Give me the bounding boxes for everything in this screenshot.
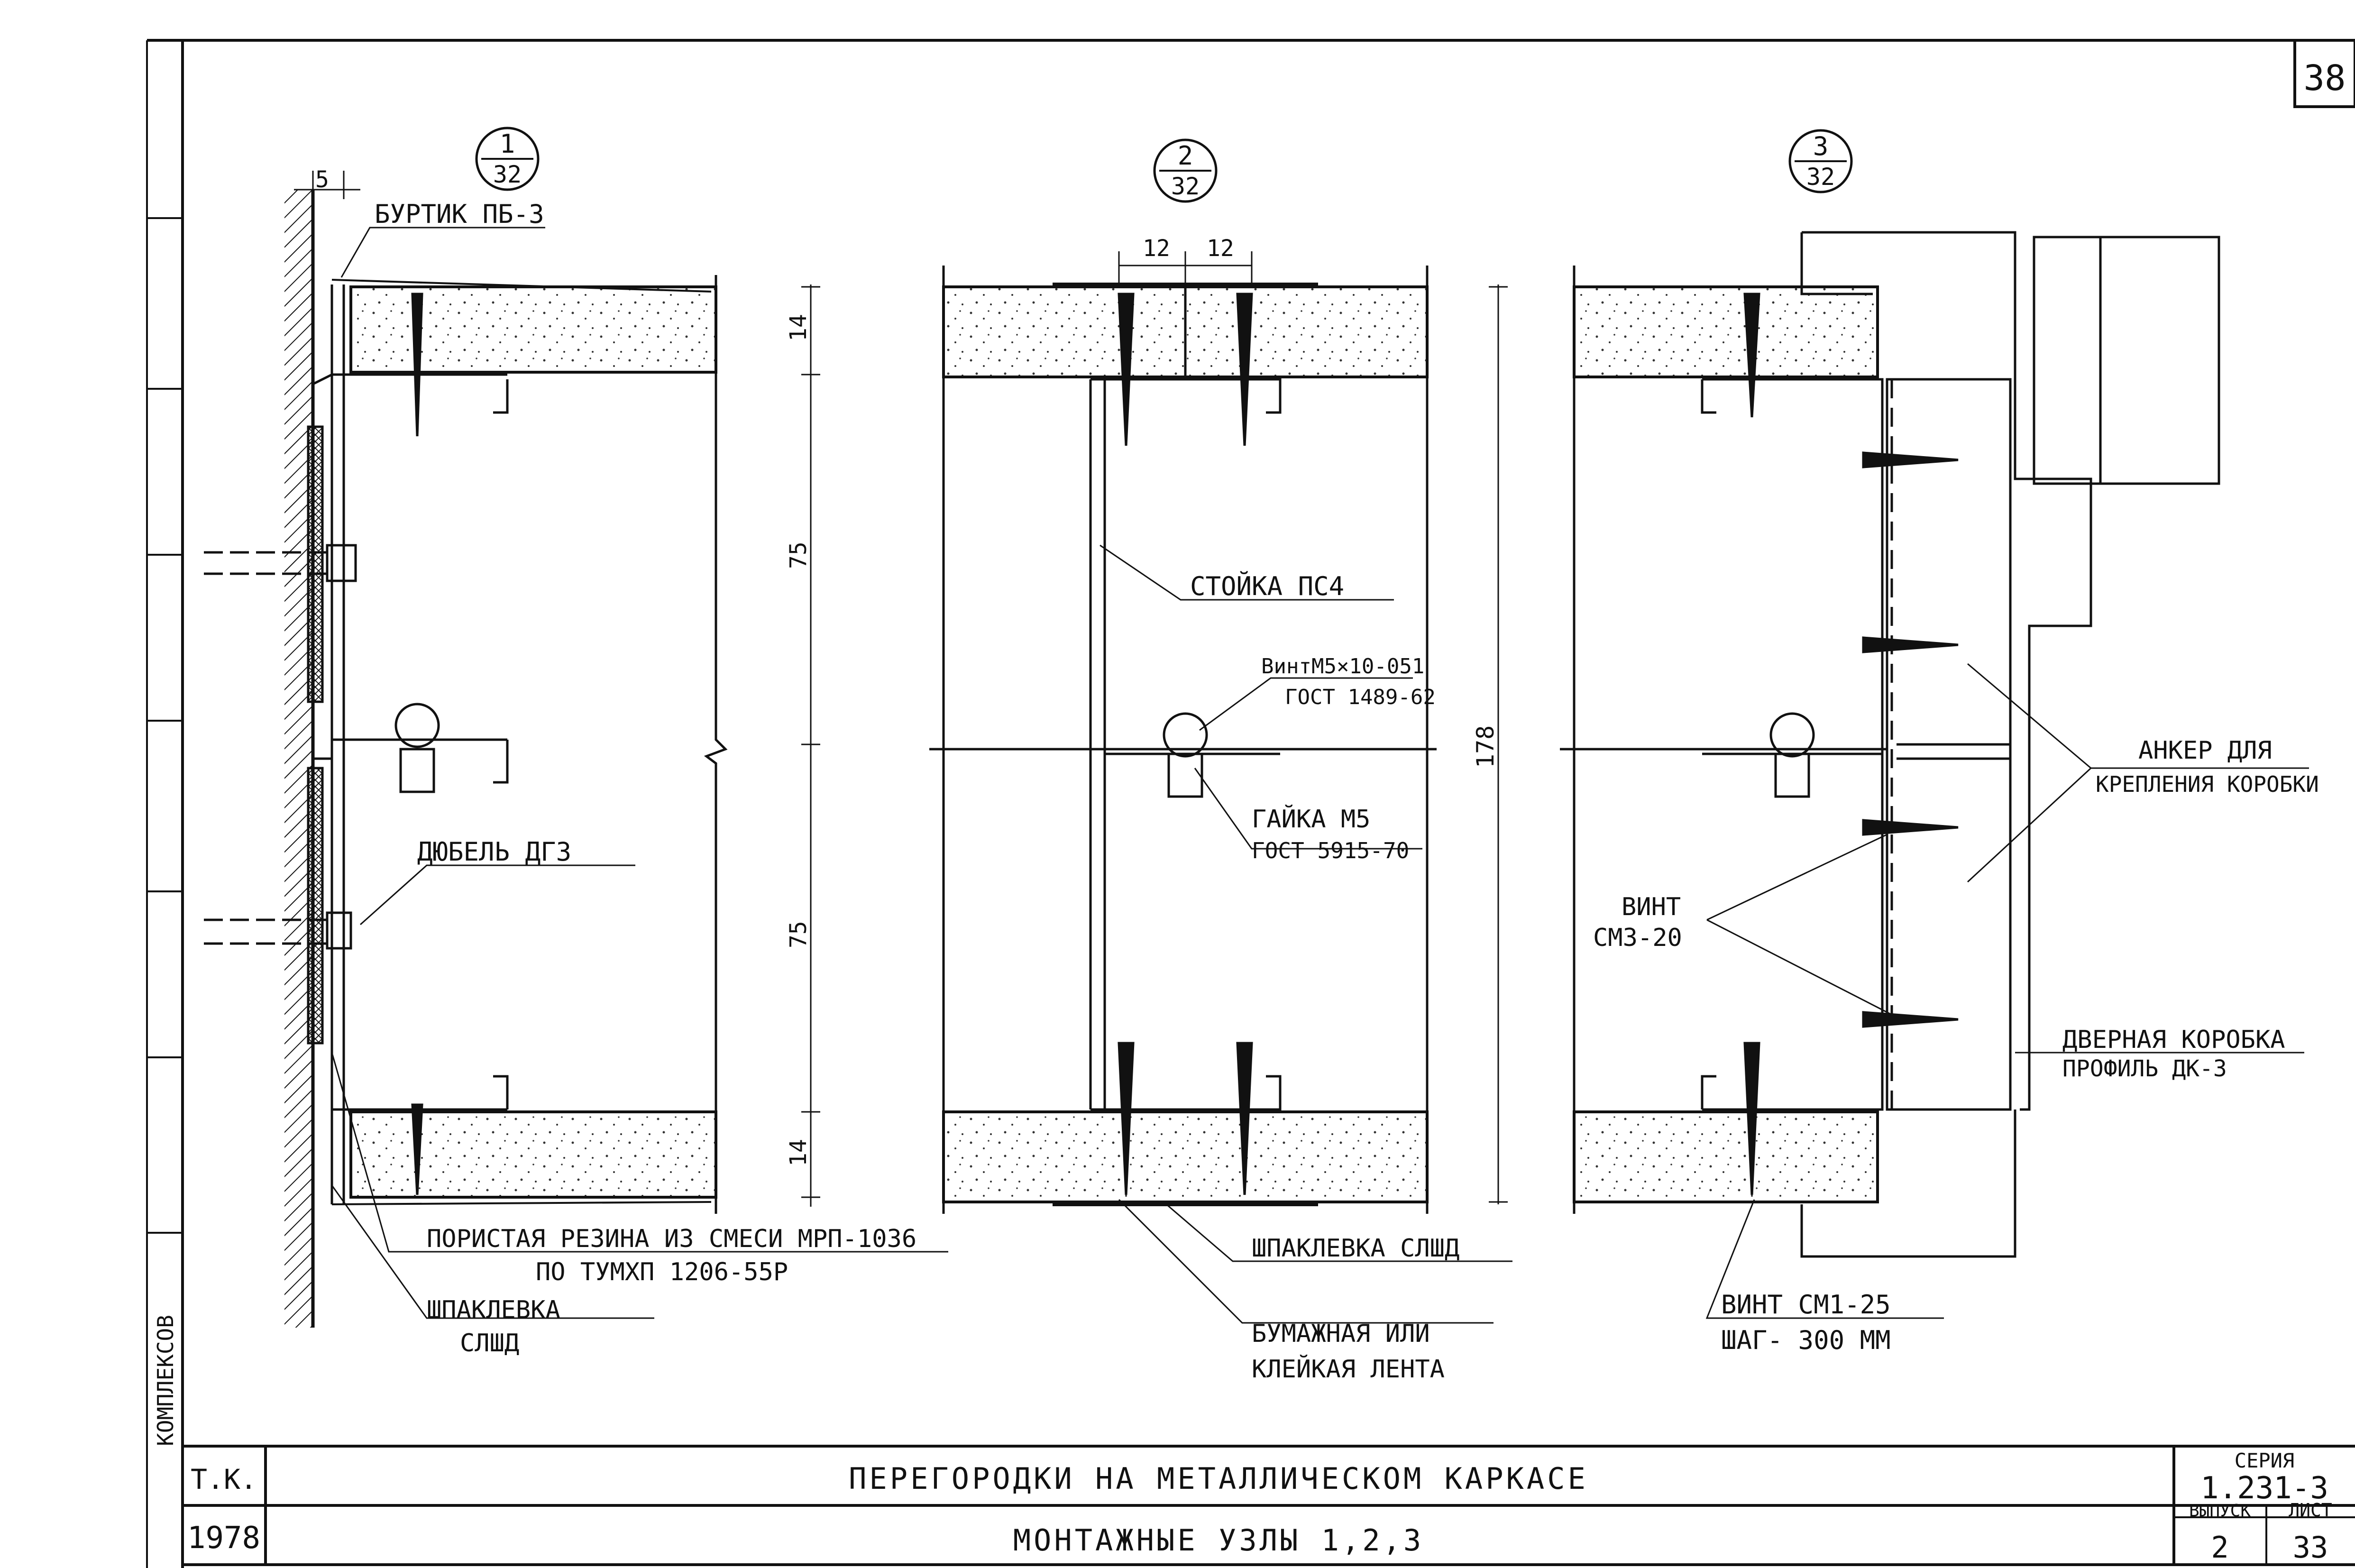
label-korobka-2: ПРОФИЛЬ ДК-3: [2062, 1055, 2227, 1082]
label-shpak-mid: ШПАКЛЕВКА СЛШД: [1252, 1234, 1459, 1263]
dim-14-top: 14: [785, 314, 812, 341]
issue-value: 2: [2211, 1530, 2228, 1565]
title-org: Т.К.: [191, 1463, 257, 1495]
detail-1: [204, 190, 728, 1328]
label-ankor-1: АНКЕР ДЛЯ: [2138, 736, 2272, 765]
svg-text:32: 32: [1171, 173, 1200, 200]
dim-178: 178: [1472, 725, 1499, 768]
dim-12-left: 12: [1143, 235, 1170, 262]
svg-text:3: 3: [1813, 131, 1829, 161]
title-block: [183, 1445, 2355, 1566]
title-year: 1978: [187, 1521, 260, 1556]
label-rezina-1: ПОРИСТАЯ РЕЗИНА ИЗ СМЕСИ МРП-1036: [427, 1225, 916, 1253]
detail-2: [929, 266, 1437, 1214]
issue-label: ВЫПУСК: [2189, 1501, 2251, 1521]
label-lenta-2: КЛЕЙКАЯ ЛЕНТА: [1252, 1355, 1445, 1384]
label-korobka-1: ДВЕРНАЯ КОРОБКА: [2062, 1026, 2285, 1054]
label-shpak-2: СЛШД: [460, 1329, 519, 1357]
dim-75-bottom: 75: [785, 921, 812, 948]
sheet-number-box: 38: [2293, 39, 2355, 108]
label-vint-m5-2: ГОСТ 1489-62: [1285, 685, 1436, 709]
label-gaika-2: ГОСТ 5915-70: [1252, 838, 1409, 863]
detail-marker-1: 1 32: [475, 127, 540, 191]
label-lenta-1: БУМАЖНАЯ ИЛИ: [1252, 1320, 1430, 1348]
label-gaika-1: ГАЙКА М5: [1252, 805, 1370, 834]
margin-text: КОМПЛЕКСОВ: [153, 1315, 178, 1446]
series-label: СЕРИЯ: [2235, 1449, 2294, 1472]
title-main: ПЕРЕГОРОДКИ НА МЕТАЛЛИЧЕСКОМ КАРКАСЕ: [849, 1461, 1588, 1496]
detail-marker-3: 3 32: [1788, 129, 1853, 193]
svg-text:2: 2: [1178, 141, 1193, 171]
title-sub: МОНТАЖНЫЕ УЗЛЫ 1,2,3: [1013, 1523, 1424, 1558]
dim-5: 5: [315, 166, 329, 193]
detail-3: [1560, 231, 2220, 1258]
labels: БУРТИК ПБ-3 СТОЙКА ПС4 ВинтМ5×10-051 ГОС…: [375, 199, 2319, 1384]
detail-1-dimensions: [294, 171, 820, 1207]
sheet-number: 38: [2303, 58, 2346, 99]
label-vint-sm1-2: ШАГ- 300 ММ: [1721, 1325, 1891, 1355]
series-value: 1.231-3: [2200, 1471, 2328, 1506]
dim-75-top: 75: [785, 541, 812, 569]
label-shpak-1: ШПАКЛЕВКА: [427, 1296, 560, 1324]
sheet-frame: [146, 39, 2355, 1568]
detail-2-dimensions: [1118, 251, 1508, 1204]
label-vint-sm3-1: ВИНТ: [1622, 893, 1681, 921]
label-stoika: СТОЙКА ПС4: [1190, 571, 1344, 601]
label-vint-m5-1: ВинтМ5×10-051: [1261, 654, 1424, 679]
detail-marker-2: 2 32: [1153, 138, 1218, 203]
label-rezina-2: ПО ТУМХП 1206-55Р: [536, 1258, 788, 1286]
sheet-value: 33: [2293, 1530, 2328, 1565]
leader-lines: [331, 227, 2309, 1324]
label-dyubel: ДЮБЕЛЬ ДГЗ: [417, 837, 571, 867]
label-ankor-2: КРЕПЛЕНИЯ КОРОБКИ: [2096, 771, 2319, 797]
label-vint-sm3-2: СМ3-20: [1593, 924, 1682, 952]
sheet-label: ЛИСТ: [2289, 1500, 2332, 1521]
svg-text:32: 32: [1806, 163, 1835, 191]
svg-text:32: 32: [493, 161, 522, 188]
label-vint-sm1-1: ВИНТ СМ1-25: [1721, 1290, 1891, 1320]
dim-12-right: 12: [1207, 235, 1234, 262]
dim-14-bottom: 14: [785, 1139, 812, 1166]
svg-text:1: 1: [500, 129, 515, 159]
label-burtik: БУРТИК ПБ-3: [375, 199, 544, 229]
